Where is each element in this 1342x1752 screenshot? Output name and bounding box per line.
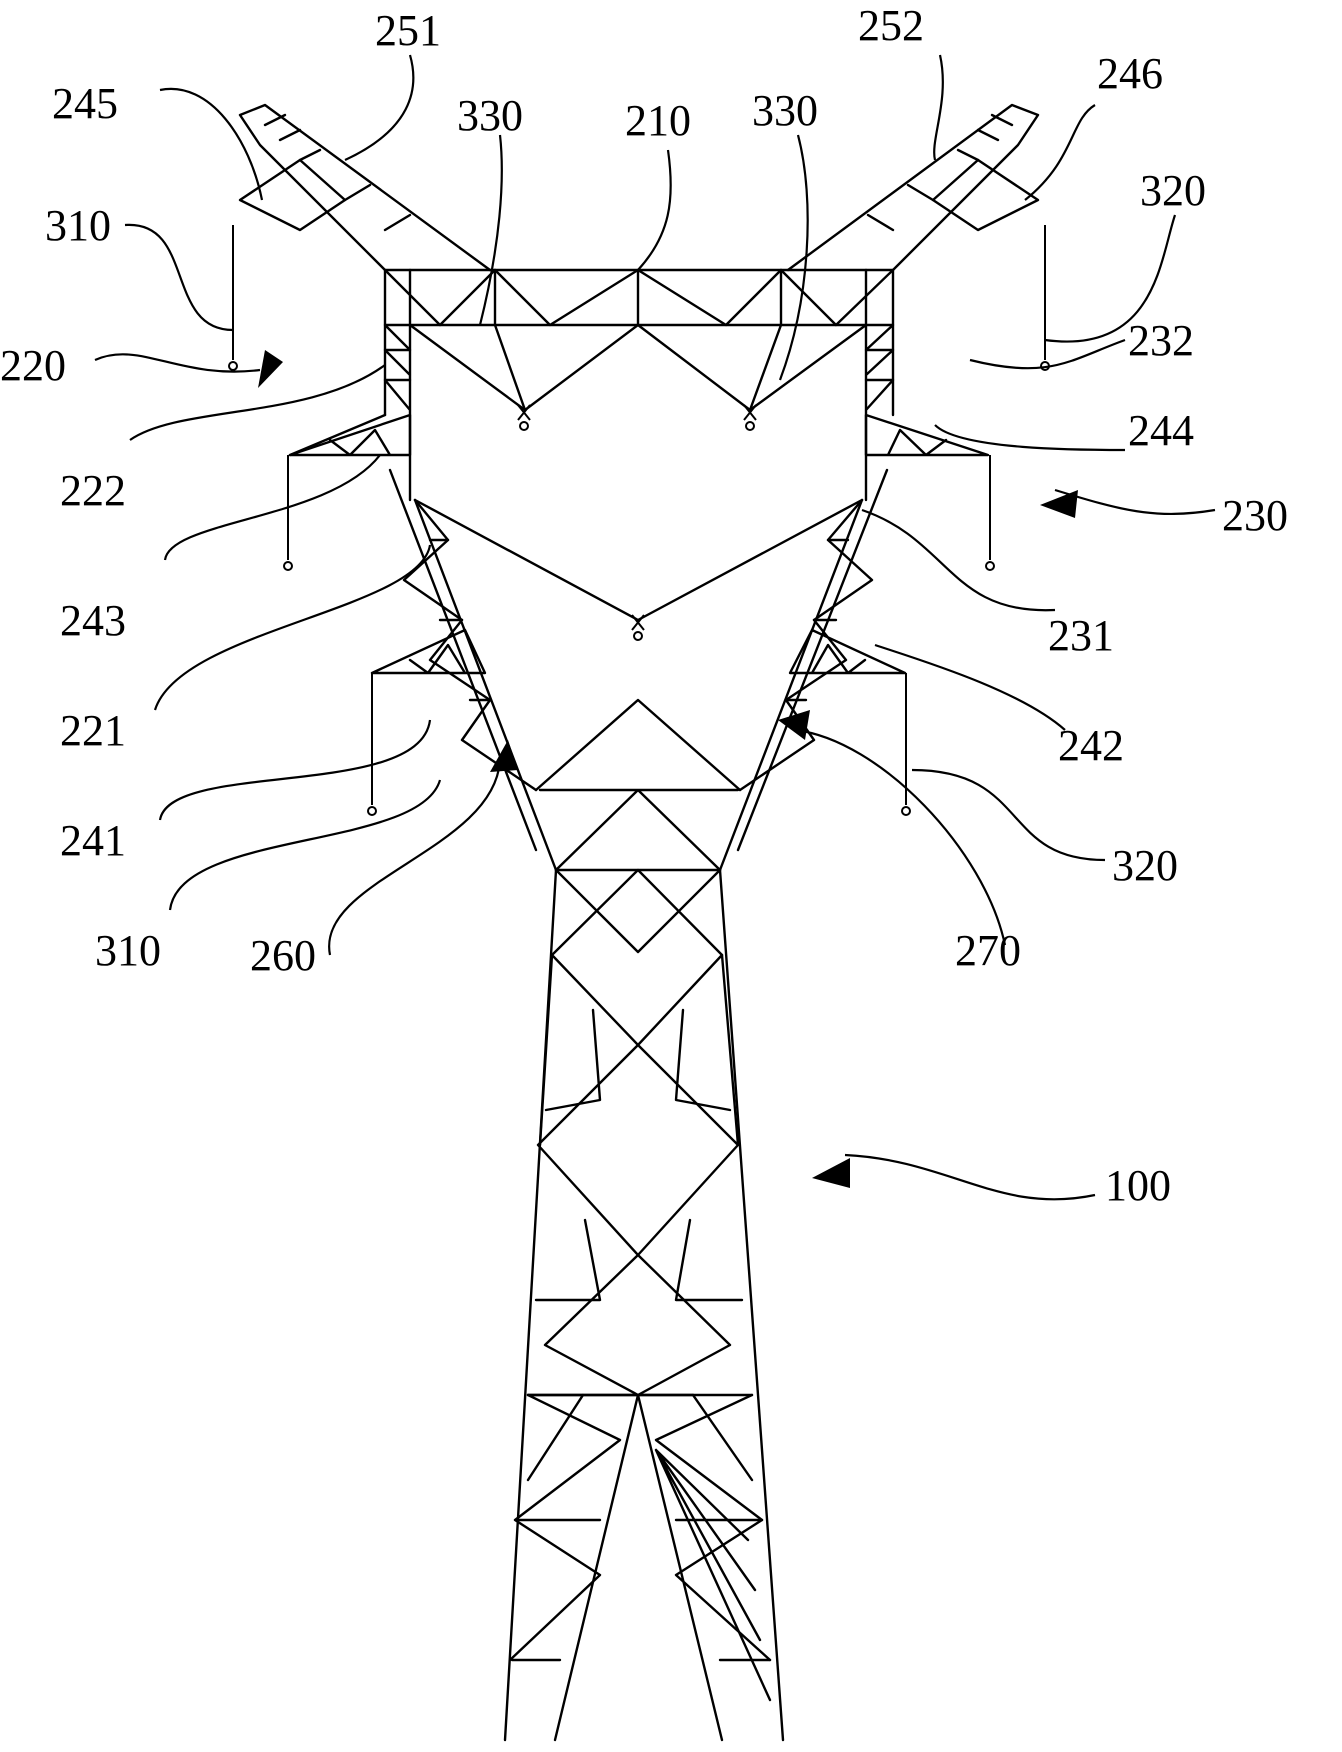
label-221: 221 [60, 706, 126, 755]
arrowhead-100 [812, 1158, 850, 1188]
label-246: 246 [1097, 49, 1163, 98]
label-241: 241 [60, 816, 126, 865]
label-244: 244 [1128, 406, 1194, 455]
label-210: 210 [625, 96, 691, 145]
label-222: 222 [60, 466, 126, 515]
tower-body [505, 870, 783, 1740]
label-230: 230 [1222, 491, 1288, 540]
label-251: 251 [375, 6, 441, 55]
cross-arms [240, 105, 1038, 673]
label-310-top: 310 [45, 201, 111, 250]
label-232: 232 [1128, 316, 1194, 365]
arrowhead-230 [1040, 490, 1078, 518]
label-243: 243 [60, 596, 126, 645]
label-242: 242 [1058, 721, 1124, 770]
label-310-bottom: 310 [95, 926, 161, 975]
label-220: 220 [0, 341, 66, 390]
label-245: 245 [52, 79, 118, 128]
label-260: 260 [250, 931, 316, 980]
arrowheads [258, 350, 1078, 1188]
arrowhead-220 [258, 350, 283, 388]
label-330-left: 330 [457, 91, 523, 140]
upper-frame [385, 270, 893, 500]
label-231: 231 [1048, 611, 1114, 660]
label-252: 252 [858, 1, 924, 50]
label-320-bottom: 320 [1112, 841, 1178, 890]
label-330-right: 330 [752, 86, 818, 135]
label-270: 270 [955, 926, 1021, 975]
label-100: 100 [1105, 1161, 1171, 1210]
label-320-top: 320 [1140, 166, 1206, 215]
reference-labels: 251 252 245 246 330 210 330 310 320 220 … [0, 1, 1288, 1210]
